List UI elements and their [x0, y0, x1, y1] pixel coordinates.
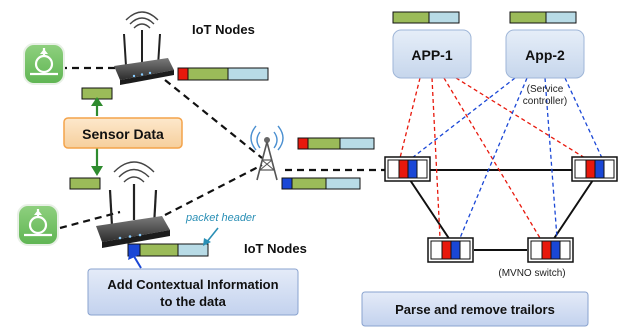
parse-remove-label: Parse and remove trailors: [395, 302, 555, 317]
iot-nodes-top-label: IoT Nodes: [192, 22, 255, 37]
link-sw2-sw4: [552, 179, 594, 241]
wifi-router-icon[interactable]: [114, 11, 174, 85]
context-arrowhead-icon: [128, 250, 137, 260]
app1-label: APP-1: [411, 47, 452, 63]
add-context-line1: Add Contextual Information: [107, 277, 278, 292]
app2-box[interactable]: App-2: [505, 29, 585, 79]
packet-app1: [392, 11, 460, 24]
add-context-line2: to the data: [160, 294, 226, 309]
red-link-a1-sw4: [443, 77, 541, 239]
sensor-node-icon[interactable]: [23, 43, 65, 85]
cell-tower-icon[interactable]: [250, 125, 284, 181]
sensor-node-icon[interactable]: [17, 204, 59, 246]
dashed-links: [59, 66, 385, 230]
sensor-data-box[interactable]: Sensor Data: [63, 117, 183, 149]
red-link-a1-sw3: [431, 77, 441, 239]
packet-antenna-red: [297, 137, 375, 150]
blue-link-a2-sw3: [459, 77, 528, 239]
packet-header-label: packet header: [185, 212, 257, 224]
sensor-data-label: Sensor Data: [82, 126, 164, 142]
packet-sensor-bottom: [69, 177, 101, 190]
link-router1-antenna: [164, 79, 263, 159]
blue-link-a2-sw4: [544, 77, 558, 239]
red-link-a1-sw1: [399, 77, 421, 159]
packet-header-arrowhead-icon: [203, 238, 211, 246]
packet-app2: [509, 11, 577, 24]
network-switch-icon[interactable]: [571, 156, 618, 182]
service-controller-label-line2: controller): [523, 96, 567, 107]
controller-links: [399, 77, 603, 239]
app2-label: App-2: [525, 47, 565, 63]
iot-nodes-bottom-label: IoT Nodes: [244, 241, 307, 256]
blue-link-a2-sw1: [411, 77, 516, 159]
link-router2-antenna: [164, 164, 263, 216]
packet-antenna-blue: [281, 177, 361, 190]
link-node2-router2: [59, 210, 121, 230]
add-context-box[interactable]: Add Contextual Information to the data: [87, 268, 299, 316]
service-controller-label-line1: (Service: [527, 84, 564, 95]
wifi-router-icon[interactable]: [96, 161, 170, 248]
arrow-down-icon: [91, 166, 103, 176]
switch-links: [409, 169, 594, 251]
network-switch-icon[interactable]: [527, 237, 574, 263]
network-switch-icon[interactable]: [427, 237, 474, 263]
packet-top-router: [177, 67, 269, 81]
app1-box[interactable]: APP-1: [392, 29, 472, 79]
packet-bottom-router: [127, 243, 209, 257]
arrow-up-icon: [91, 97, 103, 106]
link-sw1-sw3: [409, 179, 451, 241]
blue-link-a2-sw2: [564, 77, 603, 159]
network-switch-icon[interactable]: [384, 156, 431, 182]
red-link-a1-sw2: [455, 77, 586, 159]
mvno-switch-label: (MVNO switch): [498, 268, 565, 279]
parse-remove-box[interactable]: Parse and remove trailors: [361, 291, 589, 327]
